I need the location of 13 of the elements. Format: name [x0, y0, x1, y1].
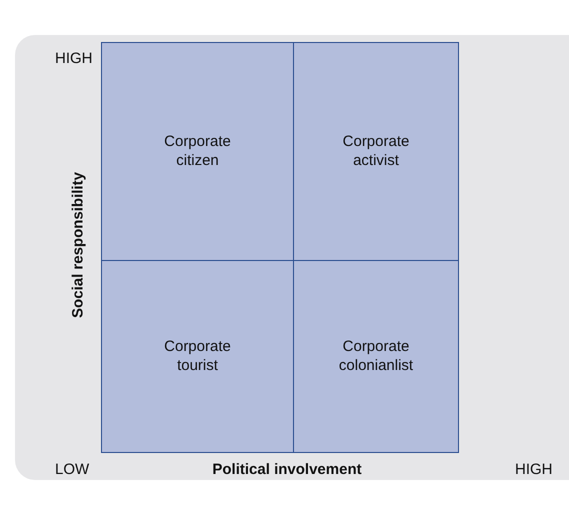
quadrant-box — [293, 260, 459, 453]
quadrant-box — [101, 260, 294, 453]
quadrant-box — [101, 42, 294, 261]
axis-title: Political involvement — [212, 461, 362, 478]
axis-level-label: LOW — [55, 461, 90, 478]
quadrant-box — [293, 42, 459, 261]
quadrant-label: Corporate colonianlist — [338, 338, 414, 376]
quadrant-label: Corporate activist — [342, 132, 410, 170]
quadrant-label: Corporate tourist — [163, 338, 232, 376]
quadrant-label: Corporate citizen — [163, 132, 232, 170]
axis-title: Social responsibility — [70, 172, 86, 318]
axis-level-label: HIGH — [55, 50, 92, 67]
axis-level-label: HIGH — [515, 461, 552, 478]
